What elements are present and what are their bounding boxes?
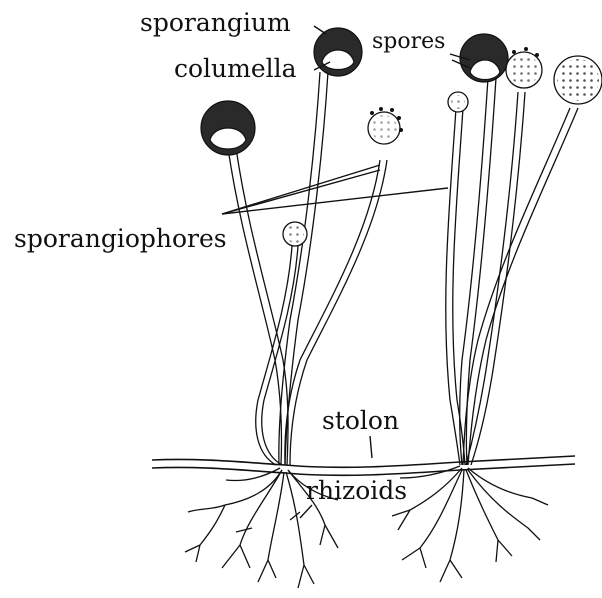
spore-head-small-3 — [448, 92, 468, 112]
sporangium-right — [460, 34, 508, 82]
stolon-hypha — [152, 456, 575, 475]
spore-head-small-2 — [283, 222, 307, 246]
label-spores: spores — [372, 31, 445, 53]
label-columella: columella — [174, 56, 297, 81]
label-sporangiophores: sporangiophores — [14, 226, 227, 251]
spore-head-dotted-2 — [554, 56, 602, 104]
rhizoids-right — [392, 466, 548, 582]
sporangium-left — [201, 101, 255, 155]
label-rhizoids: rhizoids — [306, 478, 407, 503]
label-stolon: stolon — [322, 408, 399, 433]
sporangiophore-stalks-right — [446, 78, 578, 465]
spore-head-dotted-1 — [506, 47, 542, 88]
sporangium-top — [314, 28, 362, 76]
spore-head-small-1 — [368, 107, 403, 144]
label-sporangium: sporangium — [140, 10, 291, 35]
